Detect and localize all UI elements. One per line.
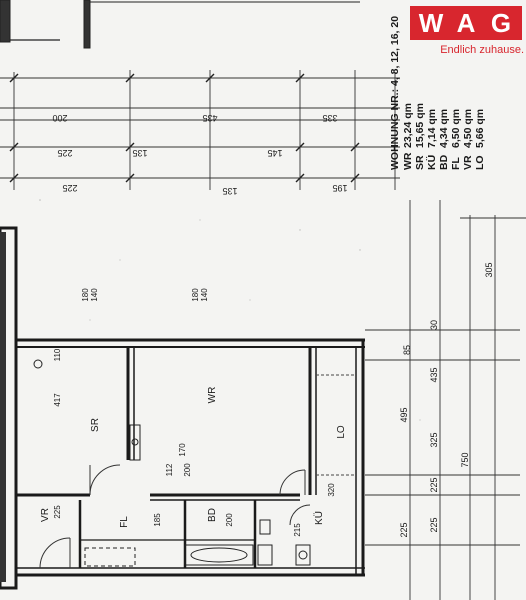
unit-row-code: FL (450, 157, 462, 170)
unit-row-code: LO (474, 155, 486, 170)
dim-label: 225 (429, 517, 439, 532)
unit-row-area: 4,34 qm (438, 109, 450, 148)
dim-label: 200 (183, 463, 192, 477)
logo-tagline: Endlich zuhause. (440, 44, 524, 56)
interior-dimension-labels: 180 140 180 140 417 170 112 185 200 320 … (53, 288, 336, 537)
dim-label: 110 (53, 348, 62, 361)
unit-area-table: WOHNUNG NR.: 4, 8, 12, 16, 20 WR 23,24 q… (389, 16, 486, 170)
dim-label: 200 (225, 513, 234, 527)
room-label-ku: KÜ (313, 511, 325, 525)
room-label-sr: SR (90, 418, 101, 432)
apartment-walls (0, 226, 365, 590)
dim-label: 135 (222, 186, 237, 196)
dim-label: 140 (90, 288, 99, 302)
logo-letter-g: G (490, 8, 512, 38)
dim-label: 495 (399, 407, 409, 422)
wag-logo: W A G (410, 6, 522, 40)
unit-row-area: 23,24 qm (402, 103, 414, 148)
dim-label: 435 (429, 367, 439, 382)
outlet-icon (33, 359, 43, 369)
unit-row-area: 15,65 qm (414, 103, 426, 148)
dim-label: 225 (399, 522, 409, 537)
unit-row-area: 6,50 qm (450, 109, 462, 148)
dim-label: 225 (57, 148, 72, 158)
unit-row-area: 5,66 qm (474, 109, 486, 148)
dim-label: 417 (53, 393, 62, 407)
dim-label: 170 (178, 443, 187, 457)
dimension-labels-right: 30 435 325 225 225 85 495 225 750 305 (399, 262, 494, 537)
logo-letter-a: A (456, 8, 476, 38)
dim-label: 112 (165, 463, 174, 476)
dim-label: 30 (429, 320, 439, 330)
unit-row-code: VR (462, 155, 474, 170)
dim-label: 320 (327, 483, 336, 497)
dim-label: 140 (200, 288, 209, 302)
door-swings (39, 464, 311, 569)
dim-label: 325 (429, 432, 439, 447)
room-labels: SR WR LO FL BD VR KÜ (40, 387, 347, 528)
unit-row-area: 7,14 qm (426, 109, 438, 148)
room-label-bd: BD (207, 508, 218, 522)
dim-label: 215 (293, 523, 302, 537)
dim-label: 435 (202, 113, 217, 123)
room-label-vr: VR (40, 508, 51, 522)
dimension-lines-top (0, 70, 400, 190)
unit-row-code: WR (402, 152, 414, 170)
dimension-lines-right (365, 200, 526, 600)
unit-row-area: 4,50 qm (462, 109, 474, 148)
dim-label: 200 (52, 113, 67, 123)
unit-row-code: BD (438, 154, 450, 170)
unit-row-code: KÜ (425, 155, 438, 170)
dimension-labels-top: 200 435 335 225 135 145 195 225 135 (52, 113, 347, 196)
dim-label: 195 (332, 183, 347, 193)
dim-label: 225 (62, 183, 77, 193)
dim-label: 225 (53, 505, 62, 519)
loggia-rail (316, 374, 356, 476)
dim-label: 180 (81, 288, 90, 302)
room-label-lo: LO (336, 425, 347, 439)
dim-label: 85 (402, 345, 412, 355)
room-label-fl: FL (119, 516, 130, 528)
top-wall-fragment (0, 0, 360, 49)
unit-table-header: WOHNUNG NR.: 4, 8, 12, 16, 20 (389, 16, 401, 170)
dim-label: 305 (484, 262, 494, 277)
room-label-wr: WR (207, 387, 218, 404)
dim-label: 185 (153, 513, 162, 527)
unit-row-code: SR (414, 155, 426, 170)
dim-label: 180 (191, 288, 200, 302)
dim-label: 135 (132, 148, 147, 158)
dim-label: 145 (267, 148, 282, 158)
paper-texture (39, 199, 421, 421)
logo-letter-w: W (418, 8, 444, 38)
dimension-ticks-top (9, 73, 360, 183)
fixtures (33, 359, 311, 567)
dim-label: 335 (322, 113, 337, 123)
dim-label: 750 (460, 452, 470, 467)
dim-label: 225 (429, 477, 439, 492)
